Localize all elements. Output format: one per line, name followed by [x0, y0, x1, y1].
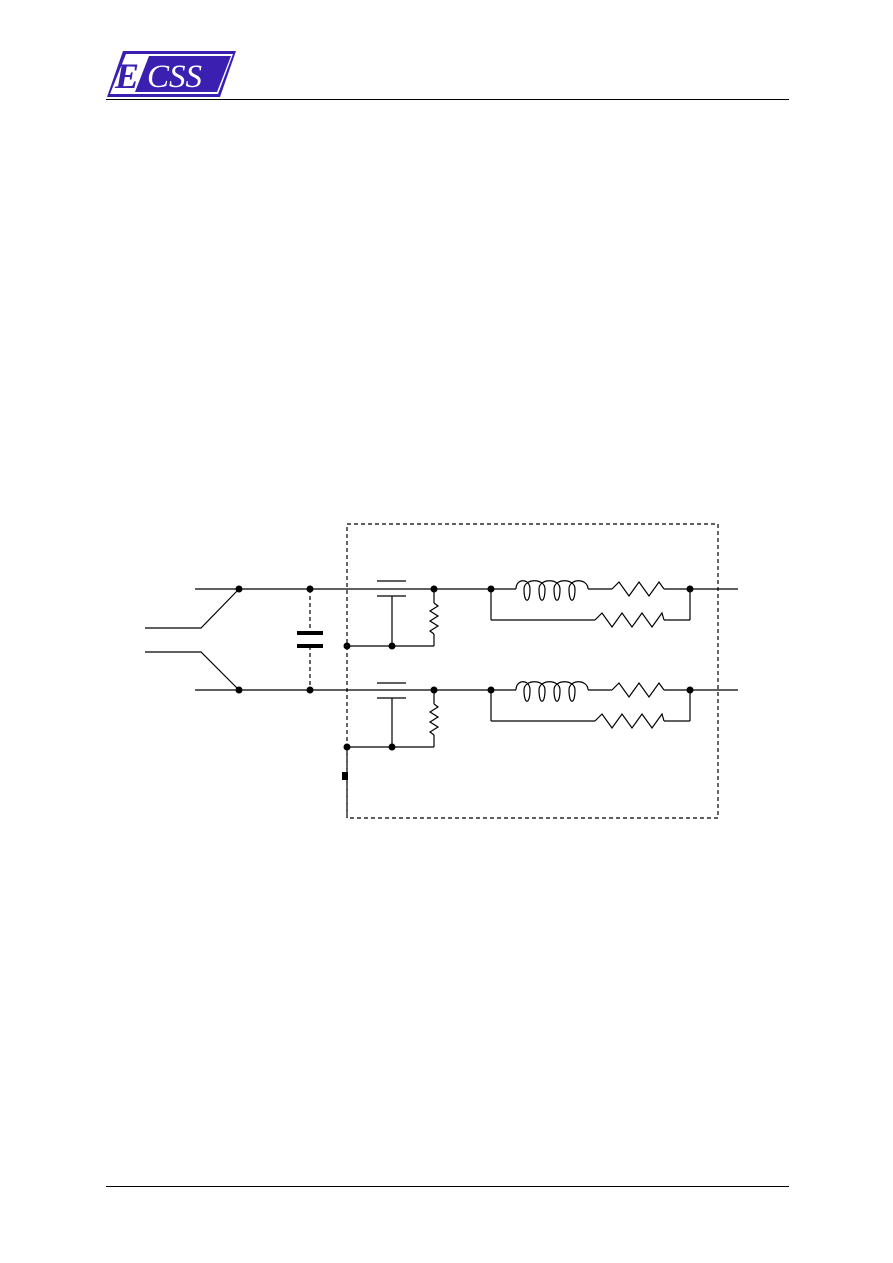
bottom-rl-network — [490, 681, 691, 730]
junction-dot — [430, 585, 438, 593]
junction-dot — [306, 585, 314, 593]
top-inductor — [515, 580, 589, 601]
logo-letters-css: CSS — [147, 59, 202, 95]
junction-dot — [343, 642, 351, 650]
dashed-enclosure — [346, 523, 719, 819]
chassis-terminal — [342, 772, 348, 780]
bottom-shunt-resistor — [428, 703, 440, 736]
junction-dot — [235, 686, 243, 694]
junction-dot — [487, 585, 495, 593]
junction-dot — [686, 585, 694, 593]
bottom-series-resistor — [611, 681, 665, 699]
junction-dot — [388, 743, 396, 751]
footer-rule — [106, 1186, 789, 1187]
junction-dot — [306, 686, 314, 694]
top-shunt-resistor — [428, 602, 440, 635]
junction-dot — [343, 743, 351, 751]
header-rule — [106, 99, 789, 100]
junction-dot — [686, 686, 694, 694]
junction-dot — [388, 642, 396, 650]
logo-letter-e: E — [114, 56, 139, 96]
top-rl-network — [490, 580, 691, 629]
junction-dot — [430, 686, 438, 694]
bottom-inductor — [515, 681, 589, 702]
top-parallel-resistor — [594, 611, 665, 629]
ecss-logo: E CSS — [107, 51, 236, 97]
switch-input — [145, 588, 240, 691]
bottom-parallel-resistor — [594, 712, 665, 730]
junction-dot — [235, 585, 243, 593]
top-rc-stage — [347, 580, 440, 647]
external-capacitor — [297, 589, 323, 690]
top-series-resistor — [611, 580, 665, 598]
junction-dot — [487, 686, 495, 694]
junction-dots — [235, 585, 694, 751]
bottom-rc-stage — [347, 682, 440, 748]
logo-css-panel — [135, 56, 231, 92]
